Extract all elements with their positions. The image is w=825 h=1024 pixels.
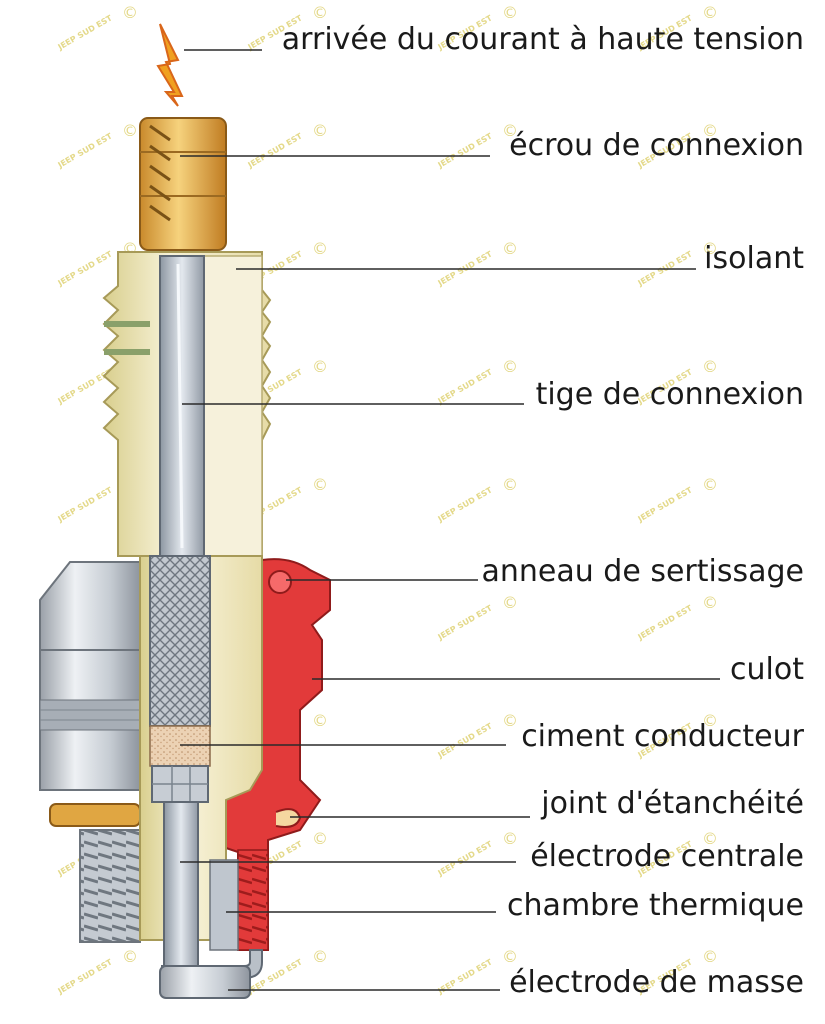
watermark-copyright-icon: © — [702, 475, 718, 494]
watermark-copyright-icon: © — [702, 239, 718, 258]
watermark-copyright-icon: © — [502, 829, 518, 848]
center-electrode-shape — [151, 765, 209, 967]
watermark-copyright-icon: © — [122, 947, 138, 966]
watermark-copyright-icon: © — [702, 829, 718, 848]
knurled-section-shape — [149, 555, 211, 727]
label-rod: tige de connexion — [536, 377, 804, 412]
label-high-voltage: arrivée du courant à haute tension — [282, 22, 804, 57]
watermark-text: JEEP SUD EST — [436, 131, 495, 170]
watermark-copyright-icon: © — [122, 121, 138, 140]
watermark-text: JEEP SUD EST — [436, 485, 495, 524]
leader-lines — [180, 49, 720, 991]
watermark-copyright-icon: © — [702, 947, 718, 966]
labels: arrivée du courant à haute tension écrou… — [282, 22, 805, 1000]
label-seal: joint d'étanchéité — [540, 786, 804, 821]
label-ground-electrode: électrode de masse — [509, 965, 804, 1000]
watermark-text: JEEP SUD EST — [636, 603, 695, 642]
watermark-text: JEEP SUD EST — [436, 721, 495, 760]
watermark-text: JEEP SUD EST — [56, 485, 115, 524]
watermark-copyright-icon: © — [702, 357, 718, 376]
watermark-copyright-icon: © — [312, 3, 328, 22]
conductive-cement-shape — [149, 725, 211, 767]
ground-electrode-tip — [159, 965, 251, 999]
label-center-electrode: électrode centrale — [530, 839, 804, 874]
watermark-copyright-icon: © — [312, 829, 328, 848]
watermark-copyright-icon: © — [312, 711, 328, 730]
watermark-copyright-icon: © — [502, 711, 518, 730]
watermark-copyright-icon: © — [502, 593, 518, 612]
watermark-copyright-icon: © — [702, 593, 718, 612]
watermark-copyright-icon: © — [312, 357, 328, 376]
watermark-text: JEEP SUD EST — [436, 839, 495, 878]
watermark-copyright-icon: © — [502, 3, 518, 22]
watermark-text: JEEP SUD EST — [56, 249, 115, 288]
label-thermal-chamber: chambre thermique — [507, 888, 804, 923]
label-body: culot — [730, 652, 804, 687]
watermark-text: JEEP SUD EST — [436, 603, 495, 642]
watermark-copyright-icon: © — [312, 121, 328, 140]
watermark-copyright-icon: © — [502, 475, 518, 494]
watermark-text: JEEP SUD EST — [56, 13, 115, 52]
watermark-copyright-icon: © — [312, 239, 328, 258]
lightning-bolt-icon — [156, 23, 184, 107]
label-cement: ciment conducteur — [521, 719, 804, 754]
watermark-copyright-icon: © — [312, 947, 328, 966]
watermark-copyright-icon: © — [702, 121, 718, 140]
watermark-copyright-icon: © — [502, 121, 518, 140]
watermark-copyright-icon: © — [312, 475, 328, 494]
label-insulator: isolant — [704, 241, 804, 276]
watermark-text: JEEP SUD EST — [636, 485, 695, 524]
watermark-copyright-icon: © — [702, 711, 718, 730]
watermark-text: JEEP SUD EST — [56, 131, 115, 170]
thermal-chamber-shape — [209, 859, 239, 951]
watermark-copyright-icon: © — [702, 3, 718, 22]
label-nut: écrou de connexion — [509, 128, 804, 163]
watermark-copyright-icon: © — [122, 3, 138, 22]
label-crimp-ring: anneau de sertissage — [482, 554, 805, 589]
watermark-copyright-icon: © — [502, 239, 518, 258]
watermark-text: JEEP SUD EST — [246, 131, 305, 170]
watermark-text: JEEP SUD EST — [436, 367, 495, 406]
watermark-text: JEEP SUD EST — [56, 957, 115, 996]
hex-shell-shape — [39, 561, 141, 943]
watermark-copyright-icon: © — [502, 357, 518, 376]
connection-rod-shape — [159, 255, 205, 557]
watermark-copyright-icon: © — [502, 947, 518, 966]
connection-nut-shape — [139, 117, 227, 251]
